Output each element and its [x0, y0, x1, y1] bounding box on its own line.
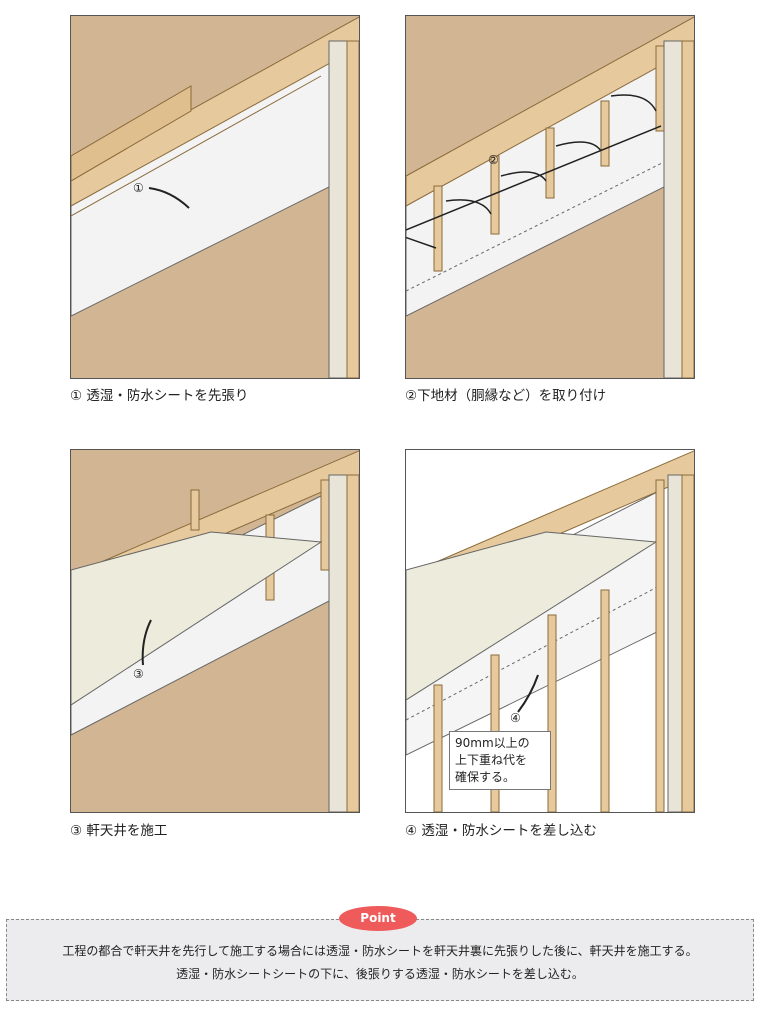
point-box: 工程の都合で軒天井を先行して施工する場合には透湿・防水シートを軒天井裏に先張りし…: [6, 919, 754, 1001]
step2-illustration: ②: [405, 15, 695, 379]
overlap-note: 90mm以上の 上下重ね代を 確保する。: [449, 731, 551, 790]
note-line: 90mm以上の: [455, 736, 530, 750]
step3-illustration: ③: [70, 449, 360, 813]
point-line-1: 工程の都合で軒天井を先行して施工する場合には透湿・防水シートを軒天井裏に先張りし…: [62, 944, 698, 958]
note-line: 上下重ね代を: [455, 753, 528, 767]
marker-2: ②: [488, 153, 499, 167]
marker-4: ④: [510, 711, 521, 725]
step3-caption: ③ 軒天井を施工: [70, 823, 168, 839]
marker-1: ①: [133, 181, 144, 195]
step1-caption: ① 透湿・防水シートを先張り: [70, 388, 249, 404]
note-line: 確保する。: [455, 770, 516, 784]
step4-caption: ④ 透湿・防水シートを差し込む: [405, 823, 597, 839]
point-badge: Point: [339, 906, 417, 931]
step1-illustration: ①: [70, 15, 360, 379]
point-line-2: 透湿・防水シートシートの下に、後張りする透湿・防水シートを差し込む。: [176, 967, 584, 981]
marker-3: ③: [133, 667, 144, 681]
step2-caption: ②下地材（胴縁など）を取り付け: [405, 388, 607, 404]
